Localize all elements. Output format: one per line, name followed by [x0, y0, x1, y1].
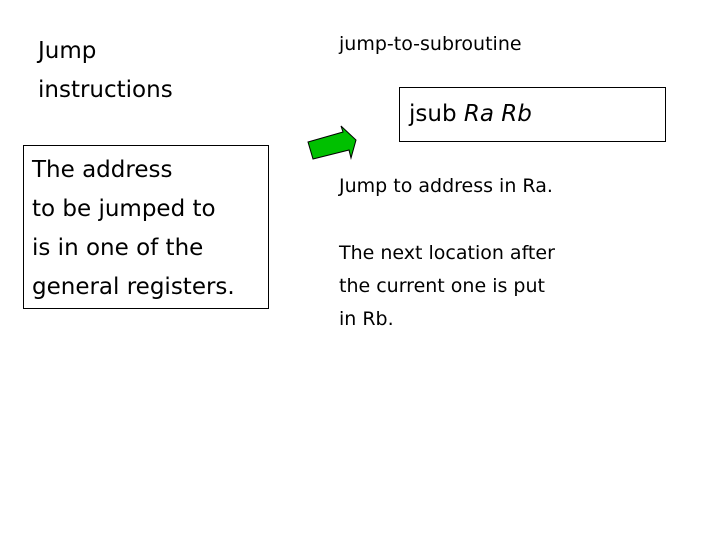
description-line: in Rb. — [339, 308, 394, 330]
operands: Ra Rb — [463, 101, 532, 127]
explanation-line: is in one of the — [32, 235, 204, 261]
subtitle: jump-to-subroutine — [339, 33, 522, 55]
description-line: the current one is put — [339, 275, 545, 297]
description-line: The next location after — [339, 242, 555, 264]
title-line: Jump — [38, 38, 97, 64]
arrow-shape — [307, 125, 357, 160]
explanation-line: to be jumped to — [32, 196, 216, 222]
explanation-line: The address — [32, 157, 173, 183]
description-2: The next location after the current one … — [339, 237, 555, 336]
opcode: jsub — [409, 101, 457, 127]
description: Jump to address in Ra. — [339, 175, 553, 197]
slide-title: Jump instructions — [38, 32, 173, 110]
instruction-box: jsub Ra Rb — [399, 87, 666, 142]
title-line: instructions — [38, 77, 173, 103]
explanation-line: general registers. — [32, 274, 235, 300]
explanation-box: The address to be jumped to is in one of… — [23, 145, 269, 309]
